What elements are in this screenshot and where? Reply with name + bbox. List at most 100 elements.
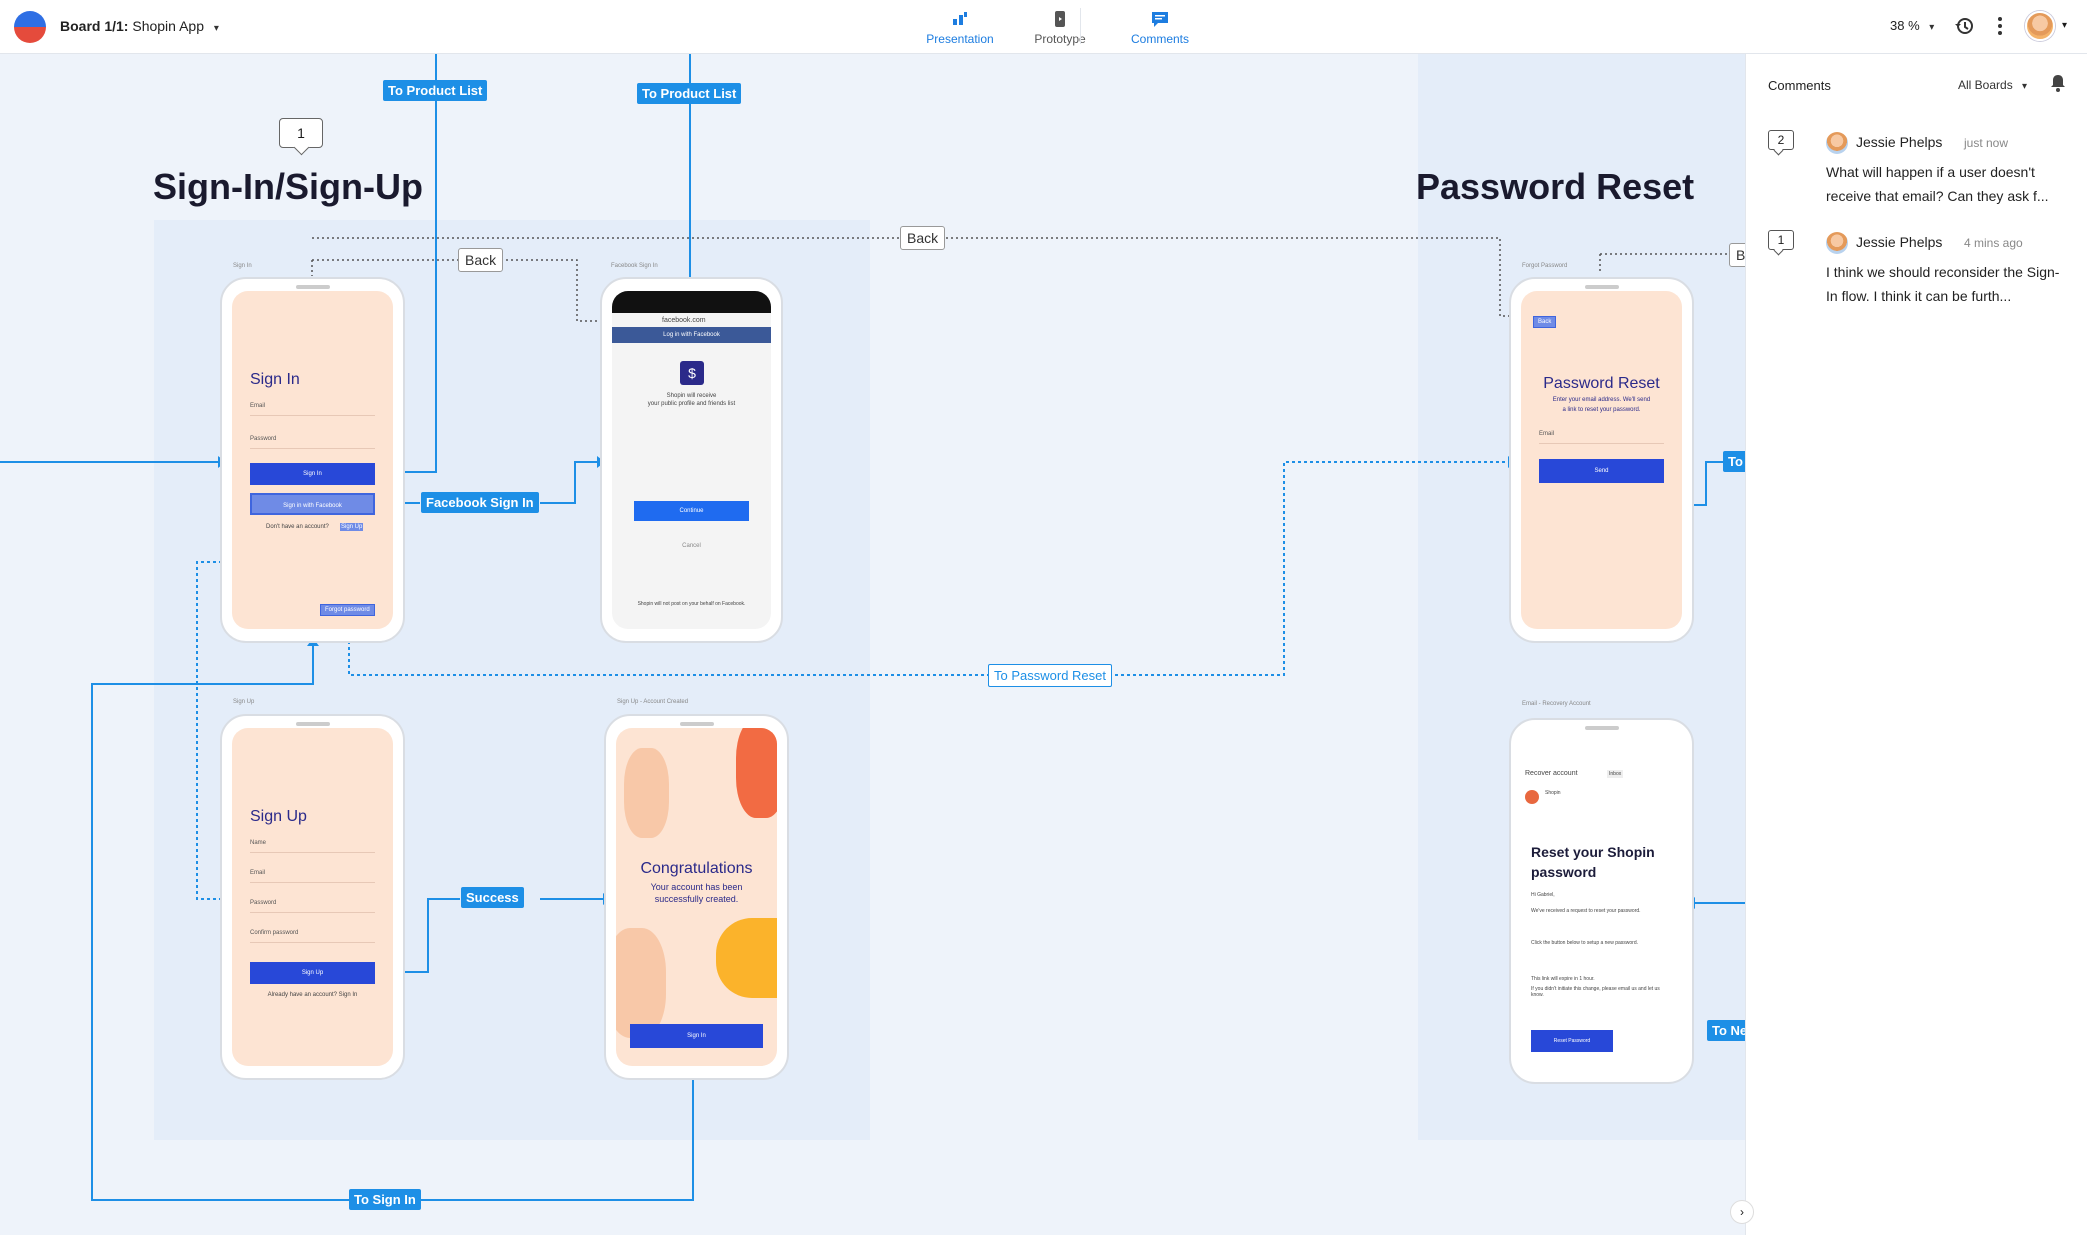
mode-switcher: Presentation Prototype Comments bbox=[910, 6, 1210, 50]
screen-title: Congratulations bbox=[640, 860, 753, 877]
email-field[interactable]: Email bbox=[250, 870, 375, 883]
phone-facebook[interactable]: facebook.com Log in with Facebook $ Shop… bbox=[600, 277, 783, 643]
screen-label: Forgot Password bbox=[1522, 263, 1568, 269]
board-name: Shopin App bbox=[132, 18, 204, 34]
confirm-password-field[interactable]: Confirm password bbox=[250, 930, 375, 943]
link-back[interactable]: Back bbox=[900, 226, 946, 250]
screen-label: Email - Recovery Account bbox=[1522, 701, 1591, 707]
comments-panel: Comments All Boards ▾ 2 Jessie Phelps ju… bbox=[1745, 54, 2087, 1235]
history-icon[interactable] bbox=[1953, 15, 1975, 37]
link-to-password-reset[interactable]: To Password Reset bbox=[988, 664, 1112, 687]
email-field[interactable]: Email bbox=[250, 403, 375, 416]
continue-button[interactable]: Continue bbox=[634, 501, 749, 521]
sign-up-button[interactable]: Sign Up bbox=[250, 962, 375, 984]
facebook-msg: your public profile and friends list bbox=[647, 401, 736, 407]
password-field[interactable]: Password bbox=[250, 900, 375, 913]
forgot-password-link[interactable]: Forgot password bbox=[320, 604, 375, 616]
sign-in-button[interactable]: Sign In bbox=[630, 1024, 763, 1048]
author-avatar bbox=[1826, 232, 1848, 254]
screen-label: Sign Up bbox=[233, 699, 255, 705]
presentation-icon bbox=[953, 12, 967, 25]
back-button[interactable]: Back bbox=[1533, 316, 1557, 328]
facebook-header: Log in with Facebook bbox=[612, 327, 771, 343]
filter-label: All Boards bbox=[1958, 78, 2013, 92]
comment-text: What will happen if a user doesn't recei… bbox=[1826, 164, 2049, 204]
boards-filter[interactable]: All Boards ▾ bbox=[1958, 78, 2027, 92]
divider bbox=[1080, 8, 1081, 44]
reset-msg: a link to reset your password. bbox=[1562, 407, 1641, 413]
comment-author: Jessie Phelps bbox=[1856, 234, 1943, 250]
mode-presentation[interactable]: Presentation bbox=[910, 6, 1010, 50]
screen-facebook: facebook.com Log in with Facebook $ Shop… bbox=[612, 291, 771, 629]
shopin-logo-icon: $ bbox=[680, 361, 704, 385]
app-logo-icon[interactable] bbox=[14, 11, 46, 43]
link-facebook-sign-in[interactable]: Facebook Sign In bbox=[421, 492, 539, 513]
screen-label: Facebook Sign In bbox=[611, 263, 658, 269]
comment-item[interactable]: 2 Jessie Phelps just now What will happe… bbox=[1768, 130, 2073, 210]
collapse-panel-chevron-icon[interactable]: › bbox=[1730, 1200, 1754, 1224]
facebook-footer: Shopin will not post on your behalf on F… bbox=[637, 601, 746, 607]
phone-email[interactable]: Recover account Inbox Shopin Reset your … bbox=[1509, 718, 1694, 1084]
url-bar: facebook.com bbox=[662, 317, 706, 324]
link-back[interactable]: B bbox=[1729, 243, 1745, 267]
congrats-msg: Your account has been bbox=[650, 882, 743, 892]
more-options-icon[interactable] bbox=[1990, 15, 2010, 37]
password-field[interactable]: Password bbox=[250, 436, 375, 449]
decor-blob bbox=[716, 918, 777, 998]
name-field[interactable]: Name bbox=[250, 840, 375, 853]
caret-down-icon[interactable]: ▾ bbox=[2062, 20, 2068, 31]
facebook-sign-in-button[interactable]: Sign in with Facebook bbox=[250, 493, 375, 515]
facebook-msg: Shopin will receive bbox=[666, 393, 717, 399]
no-account-text: Don't have an account? bbox=[266, 524, 329, 530]
sign-up-link[interactable]: Sign Up bbox=[340, 523, 364, 531]
sender-avatar bbox=[1525, 790, 1539, 804]
bell-icon[interactable] bbox=[2050, 74, 2066, 92]
board-label: Board 1/1: bbox=[60, 18, 129, 34]
mode-comments[interactable]: Comments bbox=[1110, 6, 1210, 50]
board-selector[interactable]: Board 1/1: Shopin App ▾ bbox=[60, 18, 219, 34]
phone-notch bbox=[295, 285, 330, 289]
link-to[interactable]: To bbox=[1723, 451, 1745, 472]
comment-marker[interactable]: 1 bbox=[279, 118, 323, 148]
link-to-sign-in[interactable]: To Sign In bbox=[349, 1189, 421, 1210]
reset-password-button[interactable]: Reset Password bbox=[1531, 1030, 1613, 1052]
link-to-product-list[interactable]: To Product List bbox=[383, 80, 488, 101]
user-avatar[interactable] bbox=[2025, 11, 2055, 41]
caret-down-icon: ▾ bbox=[2022, 81, 2028, 92]
email-text: This link will expire in 1 hour. bbox=[1531, 976, 1595, 982]
comment-time: 4 mins ago bbox=[1964, 236, 2023, 250]
board-canvas[interactable]: 1 Sign-In/Sign-Up Password Reset bbox=[0, 54, 1745, 1235]
comment-number-badge: 1 bbox=[1768, 230, 1794, 250]
decor-blob bbox=[616, 928, 666, 1038]
phone-sign-up[interactable]: Sign Up Name Email Password Confirm pass… bbox=[220, 714, 405, 1080]
decor-blob bbox=[624, 748, 669, 838]
link-to-product-list[interactable]: To Product List bbox=[637, 83, 742, 104]
comment-author: Jessie Phelps bbox=[1856, 134, 1943, 150]
email-text: We've received a request to reset your p… bbox=[1531, 908, 1641, 914]
link-to-next[interactable]: To Ne bbox=[1707, 1020, 1745, 1041]
screen-title: Sign Up bbox=[250, 808, 307, 825]
screen-title: Password Reset bbox=[1543, 375, 1660, 392]
screen-label: Sign In bbox=[233, 263, 252, 269]
cancel-button[interactable]: Cancel bbox=[682, 543, 701, 549]
phone-password-reset[interactable]: Back Password Reset Enter your email add… bbox=[1509, 277, 1694, 643]
email-subject: Recover account bbox=[1525, 770, 1578, 777]
sign-in-button[interactable]: Sign In bbox=[250, 463, 375, 485]
email-title: Reset your Shopin bbox=[1531, 844, 1655, 860]
phone-notch bbox=[1584, 726, 1619, 730]
section-title: Password Reset bbox=[1416, 166, 1695, 207]
screen-account-created: Congratulations Your account has been su… bbox=[616, 728, 777, 1066]
mode-prototype[interactable]: Prototype bbox=[1010, 6, 1110, 50]
link-success[interactable]: Success bbox=[461, 887, 524, 908]
comment-time: just now bbox=[1964, 136, 2009, 150]
screen-email: Recover account Inbox Shopin Reset your … bbox=[1521, 732, 1682, 1070]
email-field[interactable]: Email bbox=[1539, 431, 1664, 444]
screen-sign-in: Sign In Email Password Sign In Sign in w… bbox=[232, 291, 393, 629]
phone-account-created[interactable]: Congratulations Your account has been su… bbox=[604, 714, 789, 1080]
comment-item[interactable]: 1 Jessie Phelps 4 mins ago I think we sh… bbox=[1768, 230, 2073, 310]
already-account-link[interactable]: Already have an account? Sign In bbox=[267, 992, 358, 998]
send-button[interactable]: Send bbox=[1539, 459, 1664, 483]
zoom-selector[interactable]: 38 % ▾ bbox=[1890, 18, 1934, 33]
link-back[interactable]: Back bbox=[458, 248, 504, 272]
phone-sign-in[interactable]: Sign In Email Password Sign In Sign in w… bbox=[220, 277, 405, 643]
